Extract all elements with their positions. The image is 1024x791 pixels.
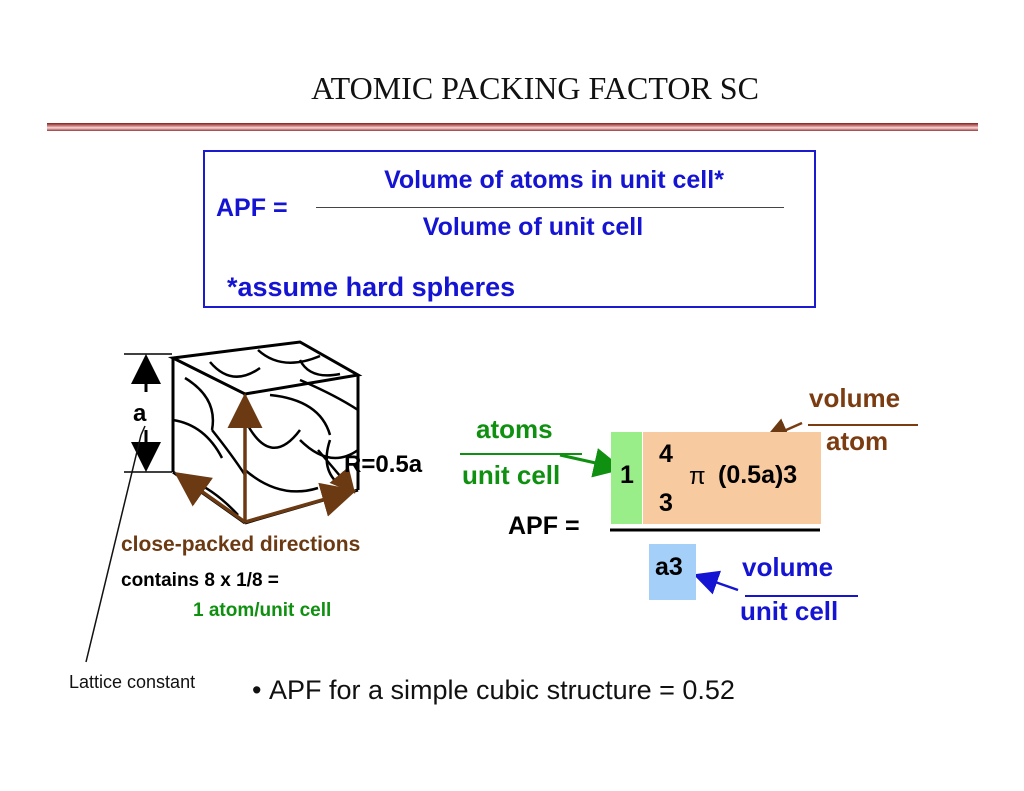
contains-text: contains 8 x 1/8 =: [121, 570, 279, 591]
hard-spheres-note: *assume hard spheres: [227, 272, 516, 302]
volume-expression: (0.5a)3: [718, 461, 798, 489]
unit-cell-label: unit cell: [462, 460, 561, 490]
apf-result-text: APF for a simple cubic structure = 0.52: [268, 675, 735, 705]
lattice-pointer: [85, 434, 142, 663]
volume-per-cell-top: volume: [742, 552, 834, 582]
close-packed-arrows: [174, 393, 357, 524]
count-highlight: [611, 432, 642, 524]
edge-length-arrow: [124, 353, 172, 473]
lattice-pointer-tip: [140, 425, 146, 436]
title-divider: [47, 123, 978, 131]
atoms-arrow: [559, 448, 624, 478]
atoms-label: atoms: [476, 414, 553, 444]
apf-fraction-line: [316, 207, 784, 208]
atom-count: 1: [620, 461, 634, 489]
lattice-constant-label: Lattice constant: [69, 672, 196, 692]
frac-numerator: 4: [659, 440, 673, 468]
cell-volume-highlight: [649, 544, 696, 600]
sphere-arcs: [172, 349, 359, 516]
apf-denominator: Volume of unit cell: [422, 213, 644, 241]
apf-numerator: Volume of atoms in unit cell*: [384, 166, 724, 194]
volume-per-cell-bottom: unit cell: [740, 596, 839, 626]
apf-calc-label: APF =: [508, 512, 580, 540]
pi-symbol: π: [689, 463, 706, 490]
volume-cell-arrow: [693, 570, 739, 595]
cell-volume-expression: a3: [655, 553, 683, 581]
volume-per-atom-bottom: atom: [826, 426, 889, 456]
bullet-dot: •: [252, 675, 269, 705]
radius-label: R=0.5a: [344, 451, 423, 478]
apf-result-bullet: • APF for a simple cubic structure = 0.5…: [252, 675, 735, 706]
volume-per-atom-top: volume: [809, 383, 901, 413]
definition-box: [203, 150, 816, 308]
atom-volume-highlight: [643, 432, 821, 524]
atoms-per-cell-text: 1 atom/unit cell: [193, 600, 332, 621]
slide-title: ATOMIC PACKING FACTOR SC: [311, 70, 759, 106]
close-packed-label: close-packed directions: [121, 533, 361, 556]
edge-label: a: [133, 400, 147, 427]
apf-definition-lhs: APF =: [216, 194, 288, 222]
frac-denominator: 3: [659, 489, 673, 517]
